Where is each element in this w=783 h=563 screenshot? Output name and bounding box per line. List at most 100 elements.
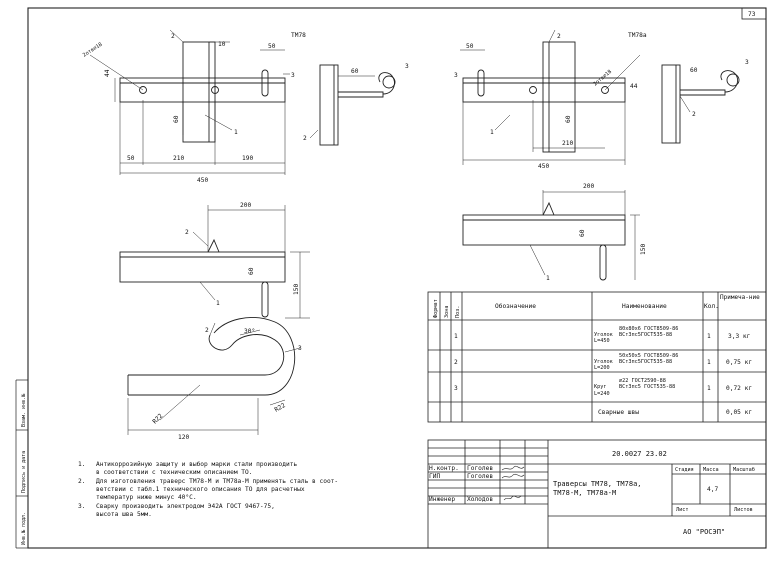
tm78-dim-50: 50 [268, 43, 276, 50]
tm78am-dim-150: 150 [640, 244, 647, 255]
note-num: 3. [78, 503, 85, 510]
tm78m-dim-200: 200 [240, 202, 251, 209]
tm78-side-view [309, 64, 396, 146]
title-sub: ТМ78-М, ТМ78а-М [553, 489, 616, 497]
tm78am-view [462, 190, 640, 281]
note-text: Сварку производить электродом Э42А ГОСТ … [96, 503, 275, 510]
note-num: 2. [78, 478, 85, 485]
page-number: 73 [748, 11, 756, 18]
tm78-dim-190: 190 [242, 155, 253, 162]
side-label-replace-inv: Взам. инв.№ [21, 394, 27, 427]
tm78a-dim-210: 210 [562, 140, 573, 147]
tm78a-dim-60: 60 [565, 115, 572, 123]
spec-row-note: 0,72 кг [726, 385, 752, 392]
note-text: в соответствии с техническим описанием Т… [96, 469, 252, 476]
title-name: Гоголев [467, 473, 493, 480]
tm78m-leader-1: 1 [216, 300, 220, 307]
side-label-inv-orig: Инв.№ подл. [21, 512, 27, 545]
tm78am-leader-1: 1 [546, 275, 550, 282]
spec-header-name: Наименование [622, 303, 667, 310]
spec-header-designation: Обозначение [495, 302, 536, 310]
note-num: 1. [78, 461, 85, 468]
title-sheets-label: Листов [734, 507, 753, 513]
tm78-dim-210: 210 [173, 155, 184, 162]
hook-detail [127, 317, 301, 435]
spec-row-name-top: 50х50х5 ГОСТ8509-86 [619, 353, 678, 359]
spec-header-note: Примеча-ние [720, 294, 760, 301]
title-sheet-label: Лист [676, 507, 689, 513]
spec-header-pos: Поз. [455, 306, 461, 319]
tm78a-side-leader-3: 3 [745, 59, 749, 66]
spec-row-name-len: L=240 [594, 391, 610, 397]
spec-row-qty: 1 [707, 359, 711, 366]
tm78-side-leader-2: 2 [303, 135, 307, 142]
spec-table-lines [427, 291, 767, 423]
note-text: высота шва 5мм. [96, 511, 152, 518]
tm78a-leader-1: 1 [490, 129, 494, 136]
spec-row: 1 80х80х6 ГОСТ8509-86 Уголок ВСт3пс5ГОСТ… [454, 326, 751, 344]
signature [501, 465, 525, 501]
spec-row-pos: 1 [454, 333, 458, 340]
note-text: Для изготовления траверс ТМ78-М и ТМ78а-… [96, 478, 338, 485]
page-number-box [741, 7, 767, 20]
side-stamp [15, 379, 28, 549]
tm78-leader-3: 3 [291, 72, 295, 79]
spec-row-name-top: ⌀22 ГОСТ2590-88 [619, 378, 666, 384]
title-main: Траверсы ТМ78, ТМ78а, [553, 480, 642, 488]
hook-dim-r22a: R22 [151, 412, 164, 425]
tm78a-side-dim-60: 60 [690, 67, 698, 74]
tm78-side-dim-60: 60 [351, 68, 359, 75]
spec-row-note: 3,3 кг [728, 333, 751, 340]
title-doc-code: 20.0027 23.02 [612, 450, 667, 458]
tm78-dim-44: 44 [104, 69, 111, 77]
spec-row-name-top: 80х80х6 ГОСТ8509-86 [619, 326, 678, 332]
spec-header-note-wrap: Примеча-ние [720, 294, 760, 301]
title-name: Гоголев [467, 465, 493, 472]
spec-row-pos: 2 [454, 359, 458, 366]
spec-row-pos: 3 [454, 385, 458, 392]
hook-dim-120: 120 [178, 434, 189, 441]
title-role: Н.контр. [429, 465, 459, 472]
tm78a-title: ТМ78а [628, 32, 647, 39]
title-company: АО "РОСЭП" [683, 528, 725, 536]
hook-leader-2: 2 [205, 327, 209, 334]
tm78am-dim-60: 60 [579, 229, 586, 237]
hook-dim-r22b: R22 [274, 402, 287, 414]
spec-row-name-len: L=450 [594, 338, 610, 344]
title-scale-label: Масштаб [733, 466, 755, 473]
spec-row-name-len: L=200 [594, 365, 610, 371]
tm78a-leader-2: 2 [557, 33, 561, 40]
note-text: температур ниже минус 40°С. [96, 493, 197, 501]
tm78m-view [119, 205, 310, 319]
tm78-side-leader-3: 3 [405, 63, 409, 70]
title-role: ГИП [429, 473, 440, 480]
notes: 1. Антикоррозийную защиту и выбор марки … [78, 460, 338, 518]
spec-row-qty: 1 [707, 333, 711, 340]
tm78-dim-450: 450 [197, 177, 208, 184]
spec-header-zone: Зона [444, 306, 450, 319]
spec-row-name-prefix: Уголок [594, 359, 614, 365]
spec-row-qty: 1 [707, 385, 711, 392]
hook-dim-30: 30° [244, 327, 255, 335]
tm78-title: ТМ78 [291, 32, 306, 39]
tm78a-side-leader-2: 2 [692, 111, 696, 118]
spec-row: Сварные швы 0,05 кг [598, 409, 752, 416]
tm78-dim-10: 10 [218, 41, 226, 48]
side-label-sign-date: Подпись и дата [21, 451, 27, 493]
spec-header-qty: Кол. [704, 303, 719, 310]
tm78m-leader-2: 2 [185, 229, 189, 236]
tm78a-leader-3: 3 [454, 72, 458, 79]
tm78-hole-note: 2отв⌀18 [82, 42, 104, 59]
title-stage-label: Стадия [675, 467, 694, 473]
title-name: Холодов [467, 496, 493, 503]
tm78a-dim-50: 50 [466, 43, 474, 50]
tm78a-dim-450: 450 [538, 163, 549, 170]
tm78-main-view [89, 29, 290, 175]
note-text: Антикоррозийную защиту и выбор марки ста… [96, 460, 297, 468]
spec-row: 2 50х50х5 ГОСТ8509-86 Уголок ВСт3пс5ГОСТ… [454, 353, 752, 371]
title-mass-value: 4,7 [707, 486, 718, 493]
tm78a-main-view [460, 29, 641, 165]
spec-row-name-bottom: ВСт3пс5ГОСТ535-88 [619, 359, 672, 365]
